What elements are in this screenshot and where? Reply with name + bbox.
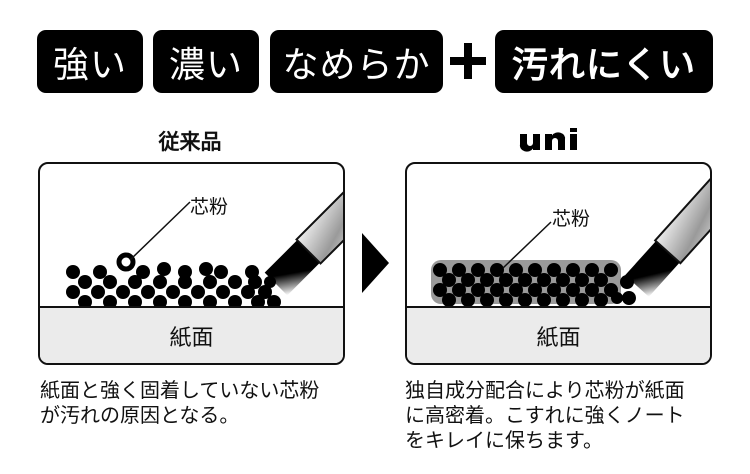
conventional-scene	[66, 164, 343, 309]
uni-logo-icon	[519, 128, 577, 152]
feature-pill-smudge-resistant: 汚れにくい	[495, 30, 713, 93]
uni-diagram-panel: 芯粉 紙面	[405, 162, 712, 365]
caption-line: に高密着。こすれに強くノート	[405, 403, 685, 427]
leader-line	[129, 201, 191, 261]
paper-label: 紙面	[169, 325, 214, 351]
arrow-right-icon	[362, 233, 389, 293]
plus-icon	[450, 43, 486, 79]
conventional-caption: 紙面と強く固着していない芯粉 が汚れの原因となる。	[40, 378, 319, 428]
pencil-icon	[264, 164, 343, 296]
feature-pill-label: なめらか	[282, 44, 431, 86]
lead-particles	[66, 252, 281, 309]
feature-pill-smooth: なめらか	[270, 30, 443, 93]
feature-pill-label: 強い	[52, 44, 127, 86]
conventional-diagram-panel: 芯粉 紙面	[38, 162, 345, 365]
uni-caption: 独自成分配合により芯粉が紙面 に高密着。こすれに強くノート をキレイに保ちます。	[405, 378, 685, 453]
feature-pill-dark: 濃い	[153, 30, 259, 93]
paper-surface: 紙面	[407, 306, 710, 363]
core-powder-label: 芯粉	[552, 208, 591, 230]
core-powder-label: 芯粉	[190, 196, 229, 218]
uni-scene	[431, 164, 710, 307]
caption-line: 紙面と強く固着していない芯粉	[40, 378, 320, 402]
caption-line: が汚れの原因となる。	[40, 403, 240, 427]
feature-pill-label: 汚れにくい	[511, 44, 697, 86]
caption-line: 独自成分配合により芯粉が紙面	[405, 378, 685, 402]
lead-particles	[433, 263, 636, 307]
pencil-icon	[625, 164, 710, 297]
paper-label: 紙面	[536, 325, 581, 351]
feature-pill-label: 濃い	[168, 44, 243, 86]
paper-surface: 紙面	[40, 306, 343, 363]
conventional-heading: 従来品	[158, 130, 222, 154]
feature-pill-strong: 強い	[37, 30, 143, 93]
caption-line: をキレイに保ちます。	[405, 428, 603, 452]
leader-line	[502, 221, 552, 269]
